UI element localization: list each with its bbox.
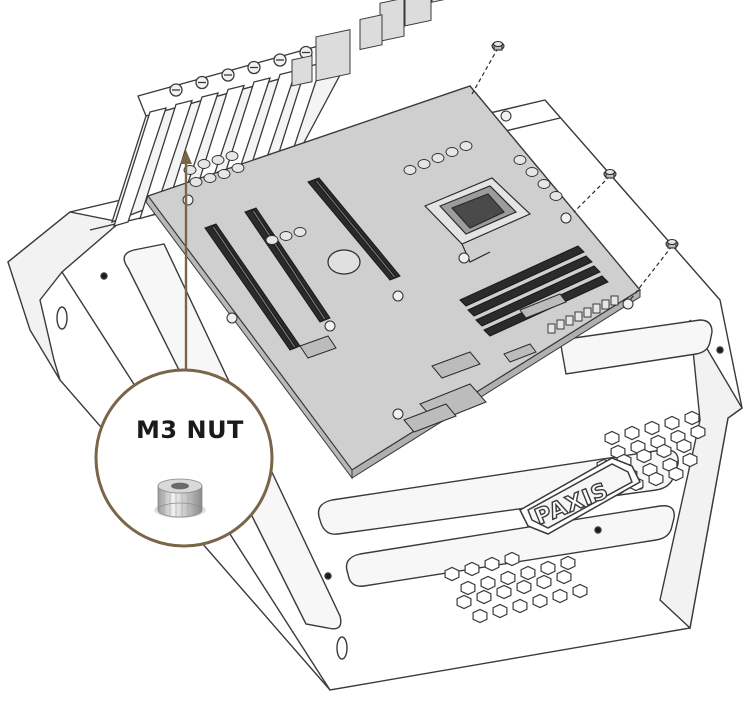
keyhole-slot <box>336 636 348 660</box>
vent-hole <box>668 466 684 482</box>
slot-cover <box>139 99 193 220</box>
vent-hole <box>624 425 640 441</box>
vent-hole <box>552 588 568 604</box>
vent-hole <box>460 580 476 596</box>
tray-left-flange <box>7 211 122 381</box>
vent-hole <box>516 579 532 595</box>
vent-hole <box>456 594 472 610</box>
callout-arrow <box>180 150 192 376</box>
callout-ring <box>94 368 274 548</box>
choke <box>556 319 565 330</box>
capacitor <box>417 159 431 169</box>
motherboard <box>145 0 642 480</box>
vent-hole <box>560 555 576 571</box>
capacitor <box>525 167 539 177</box>
screw-guides <box>471 47 673 301</box>
capacitor <box>549 191 563 201</box>
vent-hole <box>464 561 480 577</box>
callout-label: M3 NUT <box>136 416 244 444</box>
keyhole-slot <box>56 306 68 330</box>
vent-hole <box>476 589 492 605</box>
cmos-battery <box>327 249 361 275</box>
chipset-components <box>299 293 567 433</box>
vent-hole <box>648 471 664 487</box>
vrm-components <box>183 141 619 334</box>
capacitor <box>445 147 459 157</box>
cpu-socket <box>423 177 532 263</box>
capacitor <box>293 227 307 237</box>
vent-hole <box>636 448 652 464</box>
vent-hole <box>500 570 516 586</box>
vent-hole <box>496 584 512 600</box>
capacitor <box>403 165 417 175</box>
vent-hole <box>684 410 700 426</box>
capacitor <box>225 151 239 161</box>
vent-hole <box>540 560 556 576</box>
choke <box>547 323 556 334</box>
capacitor <box>197 159 211 169</box>
capacitor <box>513 155 527 165</box>
choke <box>610 295 619 306</box>
vent-hole <box>690 424 706 440</box>
vent-hole <box>682 452 698 468</box>
vent-hole <box>532 593 548 609</box>
vent-hole <box>556 569 572 585</box>
mounting-holes <box>182 110 634 420</box>
vent-hole <box>444 566 460 582</box>
vent-hole <box>572 583 588 599</box>
capacitor <box>211 155 225 165</box>
vent-hole <box>644 420 660 436</box>
vent-hole <box>604 430 620 446</box>
vent-hole <box>520 565 536 581</box>
vent-hole <box>492 603 508 619</box>
brand-logo-emboss <box>519 457 641 535</box>
capacitor <box>431 153 445 163</box>
vent-hole <box>676 438 692 454</box>
m3-nut-icon <box>154 478 206 518</box>
capacitor <box>189 177 203 187</box>
capacitor <box>537 179 551 189</box>
cable-slot-long <box>345 505 675 587</box>
vent-hole <box>664 415 680 431</box>
tray-right-flange <box>659 319 743 630</box>
vent-hole <box>536 574 552 590</box>
choke <box>565 315 574 326</box>
vent-hole <box>480 575 496 591</box>
choke <box>574 311 583 322</box>
rear-io-ports <box>291 0 465 87</box>
capacitor <box>265 235 279 245</box>
capacitor <box>459 141 473 151</box>
screw-icon <box>491 40 679 249</box>
capacitor <box>203 173 217 183</box>
choke <box>583 307 592 318</box>
vent-hole <box>656 443 672 459</box>
capacitor <box>217 169 231 179</box>
choke <box>601 299 610 310</box>
vent-hole <box>512 598 528 614</box>
vent-hole <box>504 551 520 567</box>
vent-hole <box>484 556 500 572</box>
cable-slot-right <box>559 319 713 375</box>
slot-cover <box>113 107 167 227</box>
capacitor <box>279 231 293 241</box>
pci-expansion-bracket <box>110 38 350 227</box>
choke <box>592 303 601 314</box>
vent-hole <box>472 608 488 624</box>
capacitor <box>231 163 245 173</box>
